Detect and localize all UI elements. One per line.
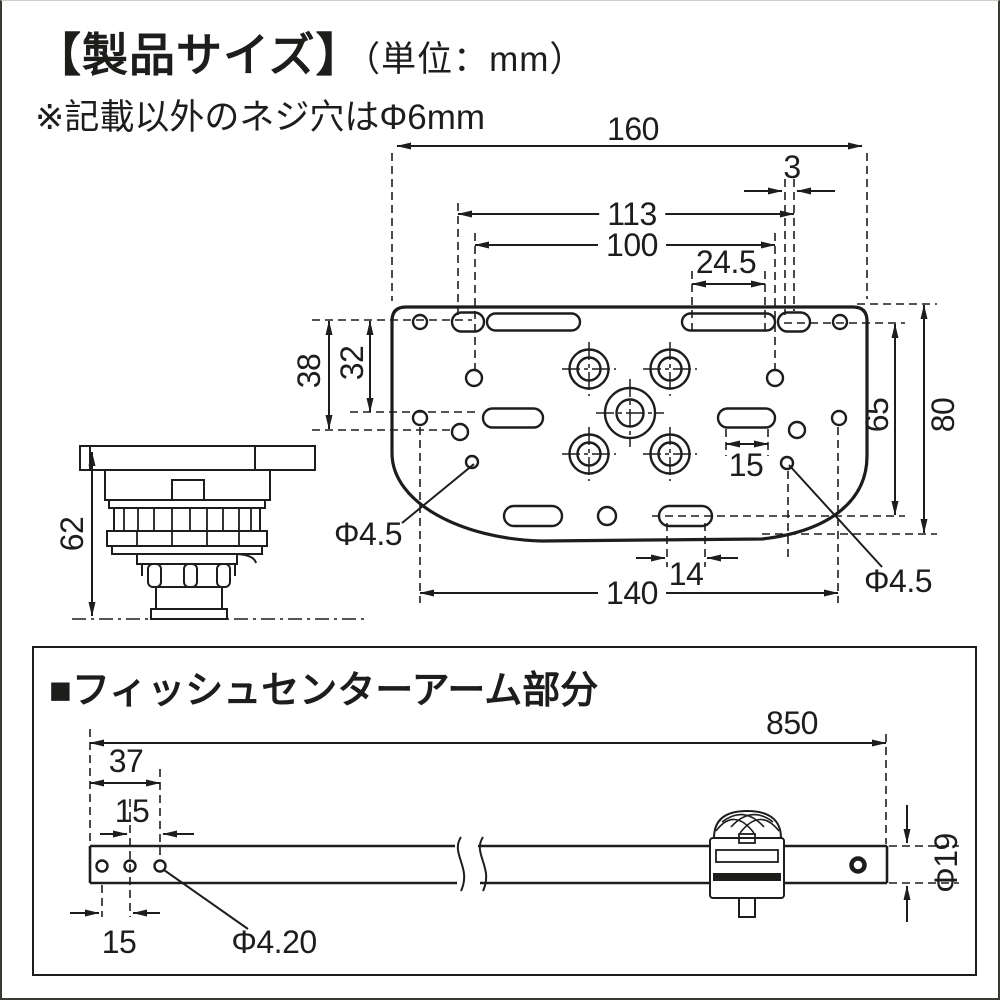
dim-62-label: 62 xyxy=(54,516,90,552)
plate-outline xyxy=(390,305,869,543)
rod-dia-label: Φ19 xyxy=(928,833,964,893)
screw-hole-note: ※記載以外のネジ穴はΦ6mm xyxy=(35,98,486,137)
dim-15-arm-top-label: 15 xyxy=(114,793,150,829)
dim-80-label: 80 xyxy=(925,397,961,433)
arm-drawing xyxy=(70,729,959,930)
header: 【製品サイズ】（単位：mm） xyxy=(35,27,585,85)
arm-hole-dia-label: Φ4.20 xyxy=(231,924,317,960)
dim-3-label: 3 xyxy=(783,149,801,185)
dim-850-label: 850 xyxy=(766,705,818,741)
dim-15-arm-bottom-label: 15 xyxy=(101,924,137,960)
page-title: 【製品サイズ】 xyxy=(35,29,363,81)
arm-dimension-lines xyxy=(70,729,959,930)
dim-160-label: 160 xyxy=(607,111,659,147)
dim-100-label: 100 xyxy=(598,229,666,261)
clamp-knob xyxy=(709,809,785,918)
unit-note: （単位：mm） xyxy=(362,40,586,79)
dim-32-label: 32 xyxy=(334,345,370,381)
dim-38-label: 38 xyxy=(291,353,327,389)
side-view-drawing xyxy=(72,445,367,620)
dim-140-label: 140 xyxy=(598,577,666,609)
plate-holes xyxy=(411,311,849,528)
hole-dia-left-label: Φ4.5 xyxy=(333,516,403,552)
dim-37-label: 37 xyxy=(108,743,144,779)
dim-14-label: 14 xyxy=(668,556,704,592)
dim-65-label: 65 xyxy=(859,397,895,433)
dim-24-5-label: 24.5 xyxy=(695,244,757,280)
arm-section-title: ■フィッシュセンターアーム部分 xyxy=(49,670,599,712)
plate-dimension-lines xyxy=(312,142,937,603)
dim-15-slot-label: 15 xyxy=(728,447,764,483)
arm-section-box xyxy=(32,646,977,976)
dim-113-label: 113 xyxy=(599,198,665,230)
hole-dia-right-label: Φ4.5 xyxy=(863,563,933,599)
